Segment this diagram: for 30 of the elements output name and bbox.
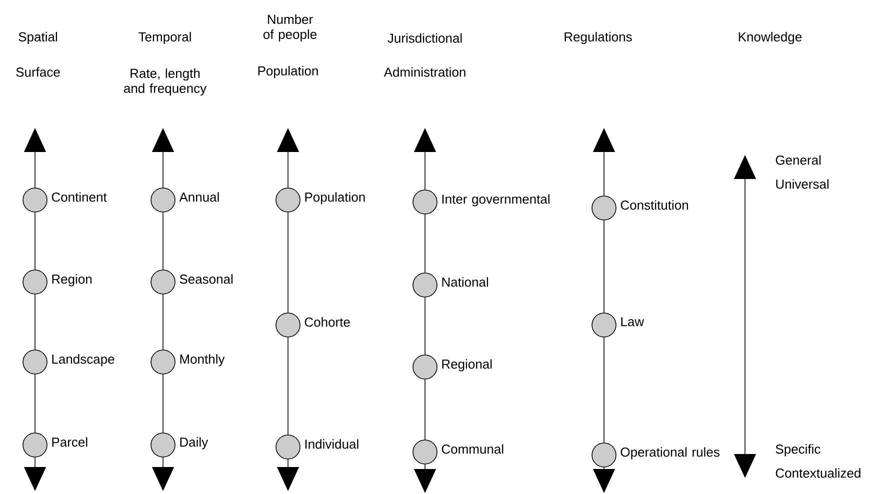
scale-label: Population xyxy=(305,192,365,204)
column-heading: Population xyxy=(258,66,318,78)
scale-label: Individual xyxy=(305,439,358,449)
scale-end-label: General Universal xyxy=(776,155,828,189)
column-heading: Spatial xyxy=(18,32,57,44)
scale-label: Inter governmental xyxy=(442,194,550,206)
scale-label: Communal xyxy=(442,444,504,454)
column-heading: Knowledge xyxy=(738,32,802,44)
scale-label: Annual xyxy=(179,192,219,202)
scale-label: National xyxy=(442,277,488,287)
scale-label: Operational rules xyxy=(620,447,720,460)
column-heading: Temporal xyxy=(138,32,191,44)
scale-label: Cohorte xyxy=(304,317,350,327)
scale-end-label: Specific Contextualized xyxy=(776,444,860,478)
scale-label: Seasonal xyxy=(180,274,233,284)
column-heading: Regulations xyxy=(564,32,632,44)
column-heading: Administration xyxy=(384,67,466,77)
column-heading: Jurisdictional xyxy=(388,33,462,43)
scale-label: Daily xyxy=(180,437,208,450)
scale-label: Constitution xyxy=(620,200,688,210)
scale-label: Monthly xyxy=(180,354,225,366)
column-heading: Surface xyxy=(16,67,60,77)
scale-label: Region xyxy=(52,274,92,286)
scale-label: Parcel xyxy=(52,437,88,447)
column-heading: Number of people xyxy=(263,14,317,42)
scale-label: Regional xyxy=(442,359,492,372)
scale-label: Law xyxy=(621,317,644,326)
scale-label: Landscape xyxy=(52,354,114,366)
column-heading: Rate, length and frequency xyxy=(124,68,207,96)
scale-label: Continent xyxy=(52,192,107,202)
